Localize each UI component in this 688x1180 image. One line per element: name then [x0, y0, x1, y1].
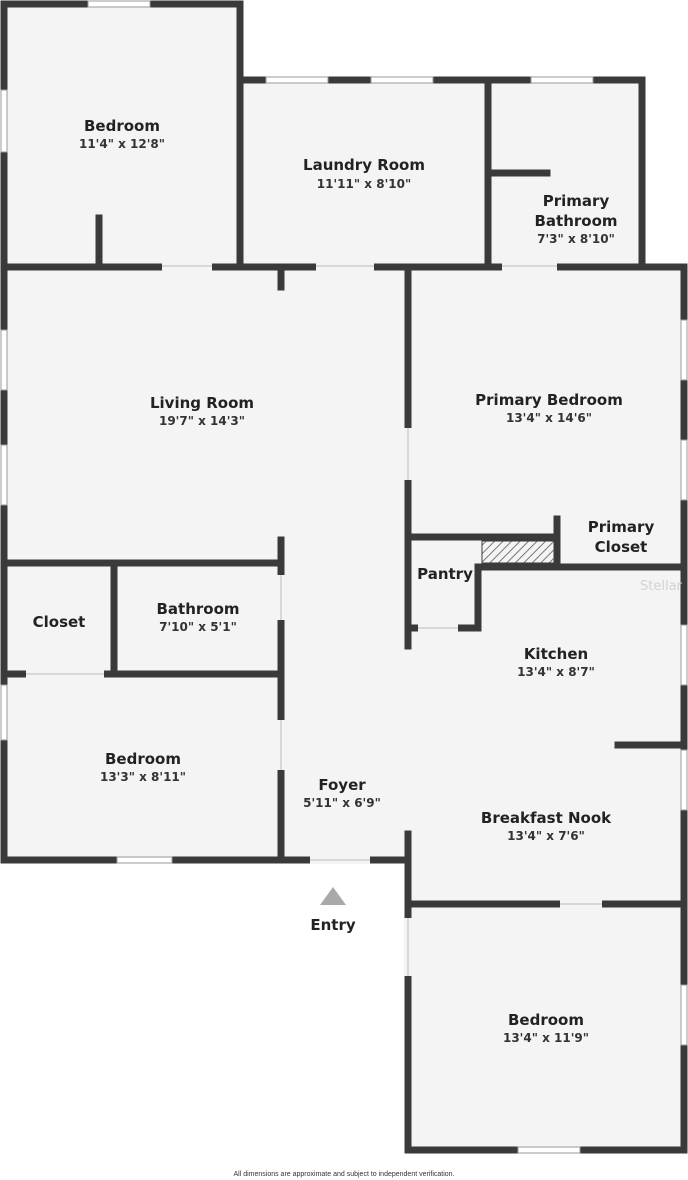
room-label-bedroom-sw: Bedroom 13'3" x 8'11" — [100, 750, 186, 784]
room-name: Bedroom — [508, 1011, 584, 1029]
windows — [0, 0, 688, 1154]
room-name: Pantry — [417, 565, 473, 583]
opening-edges — [26, 265, 602, 976]
entry-label: Entry — [310, 916, 355, 934]
room-label-pantry: Pantry — [417, 565, 473, 583]
room-name: Living Room — [150, 394, 254, 412]
room-label-primary-bathroom: Primary Bathroom 7'3" x 8'10" — [534, 192, 617, 246]
room-name: Breakfast Nook — [481, 809, 612, 827]
room-dims: 13'4" x 8'7" — [517, 665, 595, 679]
room-label-bedroom-nw: Bedroom 11'4" x 12'8" — [79, 117, 165, 151]
room-name: Laundry Room — [303, 156, 425, 174]
hatched-storage — [481, 540, 556, 564]
room-name-line1: Primary — [588, 518, 655, 536]
room-label-closet: Closet — [33, 613, 86, 631]
room-label-bedroom-se: Bedroom 13'4" x 11'9" — [503, 1011, 589, 1045]
room-name-line2: Bathroom — [534, 212, 617, 230]
room-label-bathroom: Bathroom 7'10" x 5'1" — [156, 600, 239, 634]
room-label-laundry-room: Laundry Room 11'11" x 8'10" — [303, 156, 425, 191]
room-label-kitchen: Kitchen 13'4" x 8'7" — [517, 645, 595, 679]
room-name: Kitchen — [524, 645, 588, 663]
floor-fill — [4, 4, 684, 1150]
room-dims: 13'4" x 7'6" — [507, 829, 585, 843]
room-name: Closet — [33, 613, 86, 631]
room-label-living-room: Living Room 19'7" x 14'3" — [150, 394, 254, 428]
room-label-breakfast-nook: Breakfast Nook 13'4" x 7'6" — [481, 809, 612, 843]
room-dims: 13'4" x 14'6" — [506, 411, 592, 425]
room-name: Primary Bedroom — [475, 391, 623, 409]
room-name: Bathroom — [156, 600, 239, 618]
watermark: Stellar — [640, 579, 683, 594]
room-name: Bedroom — [84, 117, 160, 135]
room-dims: 5'11" x 6'9" — [303, 796, 381, 810]
room-name-line2: Closet — [595, 538, 648, 556]
room-dims: 19'7" x 14'3" — [159, 414, 245, 428]
room-label-foyer: Foyer 5'11" x 6'9" — [303, 776, 381, 810]
room-name: Bedroom — [105, 750, 181, 768]
room-label-primary-closet: Primary Closet — [588, 518, 655, 556]
room-dims: 7'3" x 8'10" — [537, 232, 615, 246]
room-name-line1: Primary — [543, 192, 610, 210]
entry-arrow-icon — [320, 887, 346, 905]
disclaimer-text: All dimensions are approximate and subje… — [233, 1171, 455, 1178]
room-dims: 11'4" x 12'8" — [79, 137, 165, 151]
room-name: Foyer — [318, 776, 366, 794]
room-label-primary-bedroom: Primary Bedroom 13'4" x 14'6" — [475, 391, 623, 425]
room-dims: 11'11" x 8'10" — [317, 177, 411, 191]
room-dims: 7'10" x 5'1" — [159, 620, 237, 634]
room-dims: 13'4" x 11'9" — [503, 1031, 589, 1045]
room-dims: 13'3" x 8'11" — [100, 770, 186, 784]
